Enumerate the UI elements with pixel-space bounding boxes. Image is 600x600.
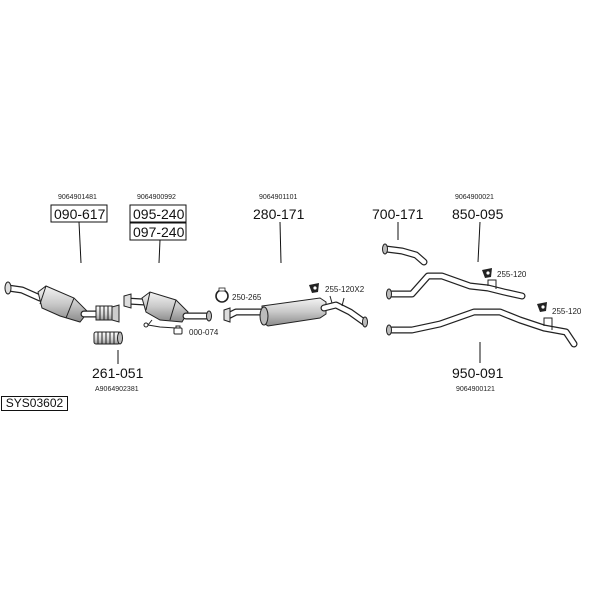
oem-number: 9064901101 (259, 194, 298, 201)
fitting-label: 255-120 (497, 270, 527, 279)
part-number: 700-171 (372, 206, 424, 222)
part-number: 095-240 (133, 206, 185, 222)
part-number: 090-617 (54, 206, 106, 222)
dpf-drawing (123, 291, 212, 331)
rear-pipe-drawing (386, 272, 526, 300)
part-090-617[interactable]: 9064901481 090-617 (4, 194, 120, 323)
rubber-hanger-icon (309, 283, 319, 293)
system-code-label: SYS03602 (1, 396, 68, 411)
leader-line (158, 239, 161, 264)
part-280-171[interactable]: 9064901101 280-171 (223, 194, 368, 328)
leader-line (477, 221, 481, 263)
oem-number: 9064901481 (58, 194, 97, 201)
catalyst-drawing (4, 281, 120, 323)
part-850-095[interactable]: 9064900021 850-095 (386, 194, 526, 300)
clamp-icon (215, 287, 229, 303)
fitting-label: 255-120 (552, 307, 582, 316)
silencer-drawing (223, 295, 368, 328)
rubber-hanger-icon (537, 302, 547, 312)
part-number-box (129, 204, 187, 223)
part-number: 097-240 (133, 224, 185, 240)
sensor-icon (173, 325, 183, 335)
part-095-240[interactable]: 9064900992 095-240 (129, 194, 187, 223)
part-700-171[interactable]: 700-171 (372, 206, 428, 266)
fitting-000-074[interactable]: 000-074 (173, 325, 219, 337)
fitting-label: 250-265 (232, 293, 262, 302)
part-950-091[interactable]: 950-091 9064900121 (386, 308, 578, 393)
fitting-label: 255-120X2 (325, 285, 365, 294)
oem-number: 9064900021 (455, 194, 494, 201)
part-number: 280-171 (253, 206, 305, 222)
rubber-hanger-icon (482, 268, 492, 278)
leader-line (78, 221, 82, 264)
part-number: 261-051 (92, 365, 144, 381)
part-number-box (129, 222, 187, 241)
flex-pipe-drawing (93, 331, 123, 345)
part-097-240[interactable]: 097-240 (129, 222, 187, 241)
tail-pipe-drawing (382, 243, 428, 266)
leader-line (279, 221, 282, 264)
part-number: 950-091 (452, 365, 504, 381)
fitting-255-120-lower[interactable]: 255-120 (537, 302, 582, 316)
oem-number: A9064902381 (95, 386, 139, 393)
part-261-051[interactable]: 261-051 A9064902381 (92, 331, 144, 393)
fitting-label: 000-074 (189, 328, 219, 337)
fitting-250-265[interactable]: 250-265 (215, 287, 262, 303)
long-pipe-drawing (386, 308, 578, 348)
part-number: 850-095 (452, 206, 504, 222)
oem-number: 9064900992 (137, 194, 176, 201)
fitting-255-120x2[interactable]: 255-120X2 (309, 283, 365, 294)
oem-number: 9064900121 (456, 386, 495, 393)
fitting-255-120-upper[interactable]: 255-120 (482, 268, 527, 279)
